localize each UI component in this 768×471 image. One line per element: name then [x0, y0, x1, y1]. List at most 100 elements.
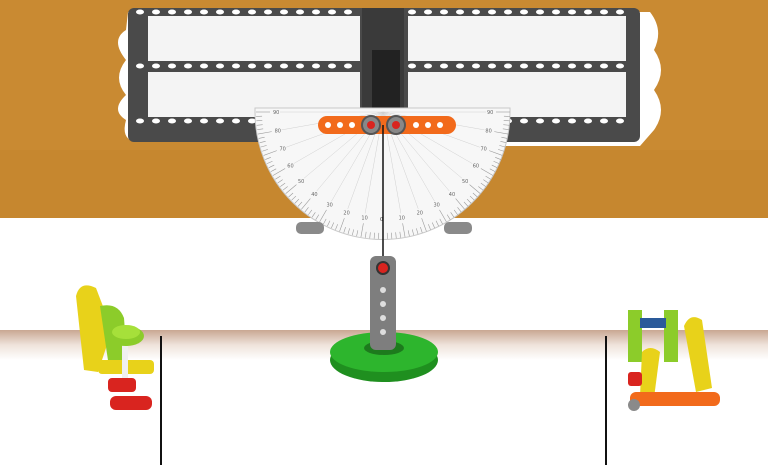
board-hole [584, 9, 592, 15]
board-hole [584, 118, 592, 124]
board-hole [152, 9, 160, 15]
protractor-tick [480, 168, 494, 176]
left-parts [76, 285, 154, 410]
board-hole [408, 9, 416, 15]
protractor-tick [485, 175, 491, 180]
protractor-tick [356, 230, 359, 237]
protractor-tick [291, 195, 297, 201]
angle-label: 10 [399, 215, 405, 221]
board-hole [152, 63, 160, 69]
angle-label: 60 [473, 164, 479, 170]
board-hole [552, 63, 560, 69]
protractor-tick [294, 198, 300, 204]
protractor-tick [435, 220, 439, 227]
board-hole [504, 63, 512, 69]
protractor-labels: 90 80 70 60 50 40 30 20 10 0 0 10 20 30 … [273, 110, 493, 223]
protractor-tick [265, 157, 271, 160]
board-hole [616, 118, 624, 124]
protractor-tick [494, 131, 509, 135]
board-hole [280, 63, 288, 69]
board-hole [232, 63, 240, 69]
angle-label: 80 [485, 129, 491, 135]
protractor-tick [280, 182, 286, 187]
board-hole [488, 9, 496, 15]
board-hole [152, 118, 160, 124]
protractor-tick [395, 232, 397, 239]
board-hole [536, 9, 544, 15]
angle-label: 70 [280, 147, 286, 153]
board-hole [344, 63, 352, 69]
board-hole [568, 9, 576, 15]
protractor-tick [263, 150, 277, 156]
board-hole [232, 9, 240, 15]
board-hole [488, 63, 496, 69]
angle-label: 50 [462, 179, 468, 185]
board-hole [552, 9, 560, 15]
protractor-tick [257, 128, 264, 130]
protractor-tick [428, 224, 431, 230]
protractor-tick [308, 209, 313, 215]
protractor-tick [399, 231, 401, 238]
protractor-tick [469, 195, 475, 201]
protractor-tick [480, 182, 486, 187]
left-foot [296, 222, 324, 234]
board-hole [568, 63, 576, 69]
angle-label: 40 [311, 192, 317, 198]
protractor-tick [450, 212, 455, 218]
angle-label: 0 [380, 217, 383, 223]
board-hole [184, 9, 192, 15]
protractor-tick [266, 160, 273, 164]
board-hole [264, 63, 272, 69]
angle-label: 10 [361, 215, 367, 221]
protractor-tick [499, 145, 506, 148]
protractor-tick [407, 230, 410, 237]
board-hole [520, 118, 528, 124]
board-hole [328, 9, 336, 15]
board-hole [600, 118, 608, 124]
protractor-tick [285, 184, 297, 194]
protractor-tick [463, 201, 469, 207]
protractor-tick [277, 179, 283, 184]
protractor-tick [497, 149, 504, 152]
angle-label: 0 [380, 217, 383, 223]
beam-hole [349, 122, 355, 128]
protractor-tick [416, 228, 419, 235]
protractor-tick [351, 229, 355, 236]
board-hole [600, 9, 608, 15]
panel-top-left [148, 16, 360, 61]
protractor-tick [472, 192, 478, 198]
beam-hole [437, 122, 443, 128]
right-parts [628, 310, 720, 411]
board-hole [264, 9, 272, 15]
protractor-tick [491, 164, 498, 168]
beam-hole [325, 122, 331, 128]
protractor-tick [323, 218, 327, 225]
board-hole [312, 63, 320, 69]
protractor-tick [411, 229, 415, 236]
board-hole [424, 63, 432, 69]
angle-label: 90 [487, 110, 493, 116]
protractor-tick [439, 218, 443, 225]
protractor-tick [335, 224, 338, 230]
angle-label: 70 [481, 147, 487, 153]
angle-label: 90 [273, 110, 279, 116]
board-hole [424, 9, 432, 15]
right-foot [444, 222, 472, 234]
protractor-tick [360, 223, 364, 238]
beam-hole [413, 122, 419, 128]
protractor-tick [421, 218, 427, 232]
protractor-tick [431, 222, 435, 229]
protractor-tick [282, 186, 288, 191]
panel-top-right [408, 16, 626, 61]
board-hole [456, 63, 464, 69]
protractor-tick [369, 232, 371, 239]
board-hole [536, 63, 544, 69]
protractor-tick [262, 149, 269, 152]
angle-label: 20 [343, 211, 349, 217]
board-hole [248, 63, 256, 69]
protractor-tick [259, 140, 266, 144]
board-hole [520, 9, 528, 15]
angle-label: 30 [434, 203, 440, 209]
board-hole [584, 63, 592, 69]
